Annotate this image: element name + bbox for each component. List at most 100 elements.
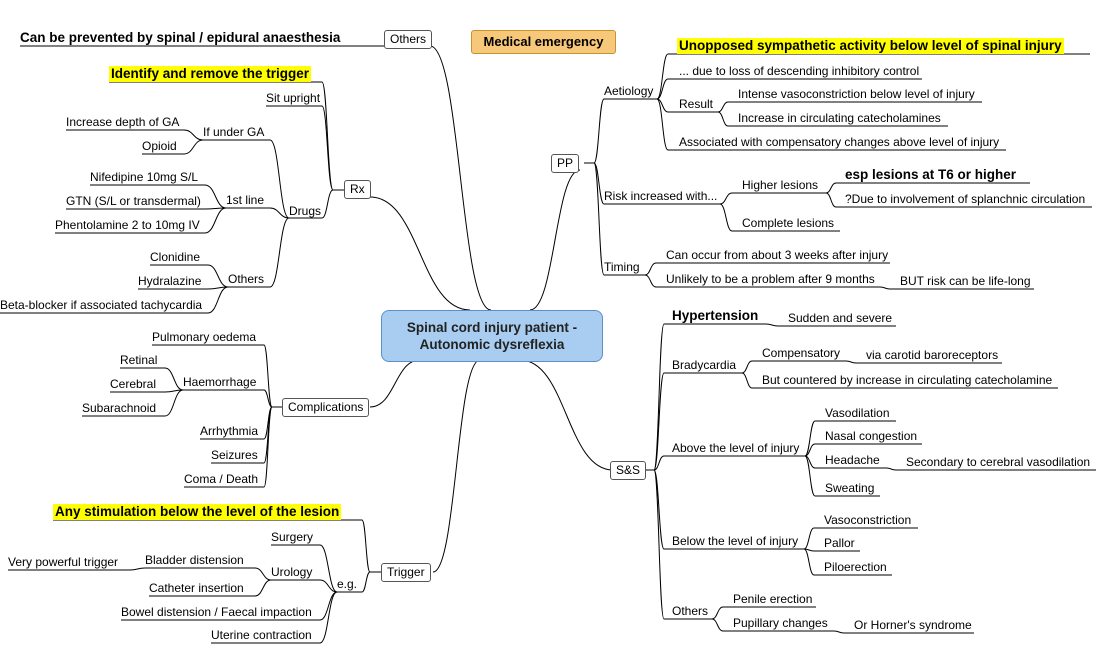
node-nifedipine[interactable]: Nifedipine 10mg S/L bbox=[90, 170, 199, 184]
connector-curve bbox=[254, 567, 272, 581]
node-unopposed-sympathetic[interactable]: Unopposed sympathetic activity below lev… bbox=[677, 38, 1064, 54]
node-increase-catecholamines[interactable]: Increase in circulating catecholamines bbox=[738, 111, 941, 125]
node-result[interactable]: Result bbox=[679, 97, 714, 111]
connector-curve bbox=[719, 192, 733, 205]
node-splanchnic[interactable]: ?Due to involvement of splanchnic circul… bbox=[845, 192, 1086, 206]
node-hydralazine[interactable]: Hydralazine bbox=[138, 274, 202, 288]
node-clonidine[interactable]: Clonidine bbox=[150, 250, 201, 264]
topic-signs-symptoms[interactable]: S&S bbox=[610, 461, 647, 480]
spoke-sas bbox=[519, 359, 614, 471]
node-risk-increased[interactable]: Risk increased with... bbox=[604, 189, 718, 203]
node-arrhythmia[interactable]: Arrhythmia bbox=[200, 424, 259, 438]
node-very-powerful-trigger[interactable]: Very powerful trigger bbox=[8, 555, 119, 569]
connector-curve bbox=[204, 207, 227, 234]
node-phentolamine[interactable]: Phentolamine 2 to 10mg IV bbox=[55, 218, 200, 232]
node-intense-vasoconstriction[interactable]: Intense vasoconstriction below level of … bbox=[738, 87, 975, 101]
node-nasal-congestion[interactable]: Nasal congestion bbox=[825, 429, 918, 443]
connector-curve bbox=[717, 111, 729, 127]
node-countered[interactable]: But countered by increase in circulating… bbox=[762, 373, 1053, 387]
connector-curve bbox=[653, 469, 665, 550]
node-haemorrhage[interactable]: Haemorrhage bbox=[183, 375, 257, 389]
node-coma-death[interactable]: Coma / Death bbox=[184, 472, 259, 486]
node-vasodilation[interactable]: Vasodilation bbox=[825, 406, 890, 420]
central-topic[interactable]: Spinal cord injury patient - Autonomic d… bbox=[381, 310, 603, 362]
spoke-complications bbox=[369, 359, 421, 408]
node-secondary-vasodilation[interactable]: Secondary to cerebral vasodilation bbox=[906, 455, 1091, 469]
node-prevented[interactable]: Can be prevented by spinal / epidural an… bbox=[20, 30, 341, 45]
node-higher-lesions[interactable]: Higher lesions bbox=[742, 178, 819, 192]
node-bladder-distension[interactable]: Bladder distension bbox=[145, 553, 244, 567]
node-catheter-insertion[interactable]: Catheter insertion bbox=[149, 581, 244, 595]
node-first-line[interactable]: 1st line bbox=[226, 193, 265, 207]
node-urology[interactable]: Urology bbox=[271, 565, 313, 579]
node-pupillary-changes[interactable]: Pupillary changes bbox=[733, 616, 828, 630]
spoke-trigger bbox=[432, 359, 481, 573]
connector-curve bbox=[653, 372, 665, 471]
topic-pp[interactable]: PP bbox=[551, 154, 580, 173]
connector-curve bbox=[593, 98, 605, 164]
node-vasoconstriction[interactable]: Vasoconstriction bbox=[824, 513, 912, 527]
connector-curve bbox=[319, 544, 338, 593]
connector-curve bbox=[804, 420, 816, 457]
node-below-level[interactable]: Below the level of injury bbox=[672, 534, 799, 548]
node-pallor[interactable]: Pallor bbox=[824, 536, 855, 550]
node-bradycardia[interactable]: Bradycardia bbox=[672, 358, 737, 372]
node-hypertension[interactable]: Hypertension bbox=[672, 308, 759, 323]
node-any-stimulation[interactable]: Any stimulation below the level of the l… bbox=[53, 504, 342, 520]
connector-curve bbox=[741, 372, 753, 389]
node-above-level[interactable]: Above the level of injury bbox=[672, 441, 800, 455]
node-seizures[interactable]: Seizures bbox=[211, 448, 258, 462]
connector-curve bbox=[321, 189, 334, 219]
connector-curve bbox=[263, 406, 273, 488]
node-retinal[interactable]: Retinal bbox=[120, 353, 158, 367]
topic-complications[interactable]: Complications bbox=[282, 398, 370, 417]
connector-curve bbox=[254, 579, 272, 597]
node-cerebral[interactable]: Cerebral bbox=[110, 377, 157, 391]
node-associated-compensatory[interactable]: Associated with compensatory changes abo… bbox=[679, 135, 1000, 149]
node-life-long[interactable]: BUT risk can be life-long bbox=[900, 274, 1031, 288]
connector-curve bbox=[321, 81, 334, 191]
node-complete-lesions[interactable]: Complete lesions bbox=[742, 216, 835, 230]
node-compensatory[interactable]: Compensatory bbox=[762, 346, 841, 360]
node-penile-erection[interactable]: Penile erection bbox=[733, 592, 813, 606]
node-identify-trigger[interactable]: Identify and remove the trigger bbox=[109, 66, 312, 82]
node-sweating[interactable]: Sweating bbox=[825, 481, 875, 495]
node-increase-depth-ga[interactable]: Increase depth of GA bbox=[66, 115, 180, 129]
node-gtn[interactable]: GTN (S/L or transdermal) bbox=[66, 194, 201, 208]
node-bowel-distension[interactable]: Bowel distension / Faecal impaction bbox=[121, 605, 312, 619]
node-surgery[interactable]: Surgery bbox=[271, 530, 314, 544]
node-beta-blocker[interactable]: Beta-blocker if associated tachycardia bbox=[0, 298, 203, 312]
node-subarachnoid[interactable]: Subarachnoid bbox=[82, 401, 157, 415]
node-carotid-baroreceptors[interactable]: via carotid baroreceptors bbox=[866, 348, 999, 362]
node-headache[interactable]: Headache bbox=[825, 453, 880, 467]
node-due-to-loss[interactable]: ... due to loss of descending inhibitory… bbox=[679, 64, 920, 78]
node-nine-months[interactable]: Unlikely to be a problem after 9 months bbox=[666, 272, 875, 286]
node-esp-t6[interactable]: esp lesions at T6 or higher bbox=[845, 167, 1017, 182]
node-if-under-ga[interactable]: If under GA bbox=[203, 125, 265, 139]
node-drugs[interactable]: Drugs bbox=[289, 204, 322, 218]
node-opioid[interactable]: Opioid bbox=[142, 139, 177, 153]
central-topic-line-1: Spinal cord injury patient - bbox=[406, 320, 578, 335]
connector-curve bbox=[263, 389, 273, 408]
node-piloerection[interactable]: Piloerection bbox=[824, 560, 887, 574]
connector-curve bbox=[263, 344, 273, 408]
node-horner[interactable]: Or Horner's syndrome bbox=[854, 618, 972, 632]
topic-trigger[interactable]: Trigger bbox=[381, 563, 431, 582]
topic-others-top[interactable]: Others bbox=[384, 30, 433, 49]
node-drugs-others[interactable]: Others bbox=[228, 272, 265, 286]
node-aetiology[interactable]: Aetiology bbox=[604, 84, 654, 98]
node-sudden-severe[interactable]: Sudden and severe bbox=[788, 311, 893, 325]
node-pulmonary-oedema[interactable]: Pulmonary oedema bbox=[152, 330, 257, 344]
node-sit-upright[interactable]: Sit upright bbox=[266, 91, 321, 105]
connector-curve bbox=[269, 139, 290, 219]
node-eg[interactable]: e.g. bbox=[337, 577, 358, 591]
topic-rx[interactable]: Rx bbox=[344, 180, 371, 199]
node-timing[interactable]: Timing bbox=[604, 260, 640, 274]
node-sas-others[interactable]: Others bbox=[672, 604, 709, 618]
node-three-weeks[interactable]: Can occur from about 3 weeks after injur… bbox=[666, 248, 889, 262]
connector-curve bbox=[207, 264, 229, 288]
medical-emergency-callout[interactable]: Medical emergency bbox=[471, 30, 616, 54]
node-uterine-contraction[interactable]: Uterine contraction bbox=[211, 628, 312, 642]
connector-curve bbox=[825, 182, 837, 194]
